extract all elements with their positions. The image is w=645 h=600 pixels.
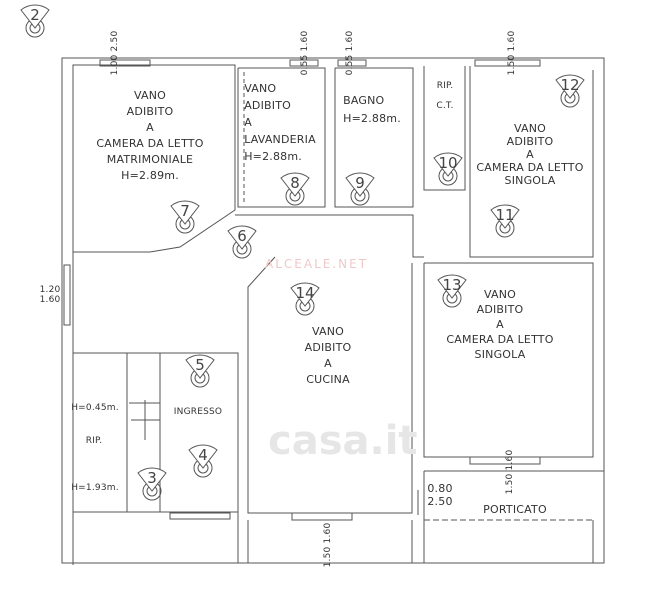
camera-viewpoint-icon: 4 bbox=[183, 442, 223, 482]
camera-viewpoint-icon: 8 bbox=[275, 170, 315, 210]
window-dimension-3: 0.55 1.60 bbox=[328, 31, 373, 76]
room-master-bedroom: VANO ADIBITO A CAMERA DA LETTO MATRIMONI… bbox=[96, 88, 203, 184]
window-dimension-1: 1.00 2.50 bbox=[93, 31, 138, 76]
room-label: INGRESSO bbox=[173, 407, 223, 417]
viewpoint-number: 7 bbox=[180, 202, 190, 220]
camera-viewpoint-icon: 14 bbox=[285, 280, 325, 320]
storage-height-2: H=1.93m. bbox=[71, 483, 119, 493]
window-dimension-8: 1.50 1.60 bbox=[306, 523, 351, 568]
room-bathroom: BAGNO H=2.88m. bbox=[343, 92, 401, 128]
room-kitchen: VANO ADIBITO A CUCINA bbox=[305, 324, 352, 388]
room-single-bedroom-2: VANO ADIBITO A CAMERA DA LETTO SINGOLA bbox=[446, 287, 553, 362]
viewpoint-number: 2 bbox=[30, 6, 40, 24]
dim-width: 1.50 bbox=[507, 54, 517, 76]
room-label: VANO bbox=[311, 325, 345, 338]
room-label: ADIBITO bbox=[244, 99, 292, 112]
room-label: SINGOLA bbox=[474, 348, 526, 361]
room-label: CUCINA bbox=[306, 373, 350, 386]
room-label: RIP. bbox=[436, 81, 454, 91]
room-label: ADIBITO bbox=[126, 105, 174, 118]
room-height: H=2.89m. bbox=[121, 169, 179, 182]
viewpoint-number: 5 bbox=[195, 356, 205, 374]
viewpoint-number: 9 bbox=[355, 174, 365, 192]
dim-height: 1.60 bbox=[39, 295, 61, 305]
window-dimension-7: 1.50 1.60 bbox=[488, 450, 533, 495]
room-label: CAMERA DA LETTO bbox=[476, 161, 584, 174]
room-label: LAVANDERIA bbox=[244, 133, 316, 146]
camera-viewpoint-icon: 6 bbox=[222, 223, 262, 263]
dim-height: 2.50 bbox=[427, 495, 453, 508]
room-label: A bbox=[526, 148, 534, 161]
room-height: H=2.88m. bbox=[343, 112, 401, 125]
room-label: CAMERA DA LETTO bbox=[96, 137, 204, 150]
viewpoint-number: 4 bbox=[198, 446, 208, 464]
room-label: VANO bbox=[244, 82, 277, 95]
camera-viewpoint-icon: 5 bbox=[180, 352, 220, 392]
watermark-logo: casa.it bbox=[268, 418, 418, 464]
room-label: A bbox=[244, 116, 252, 129]
dim-width: 0.80 bbox=[427, 482, 453, 495]
storage-height-1: H=0.45m. bbox=[71, 403, 119, 413]
room-label: ADIBITO bbox=[304, 341, 352, 354]
room-storage: RIP. bbox=[85, 436, 103, 446]
room-label: VANO bbox=[513, 122, 547, 135]
room-label: A bbox=[146, 121, 154, 134]
viewpoint-number: 14 bbox=[295, 284, 315, 302]
room-label: CAMERA DA LETTO bbox=[446, 333, 554, 346]
room-label: VANO bbox=[483, 288, 517, 301]
viewpoint-number: 10 bbox=[438, 154, 458, 172]
viewpoint-number: 13 bbox=[442, 276, 462, 294]
camera-viewpoint-icon: 7 bbox=[165, 198, 205, 238]
dim-height: 2.50 bbox=[110, 30, 120, 52]
dim-width: 1.20 bbox=[39, 285, 61, 295]
room-label: ADIBITO bbox=[506, 135, 554, 148]
room-label: MATRIMONIALE bbox=[106, 153, 194, 166]
window-dimension-4: 1.50 1.60 bbox=[490, 31, 535, 76]
viewpoint-number: 12 bbox=[560, 76, 580, 94]
camera-viewpoint-icon: 12 bbox=[550, 72, 590, 112]
camera-viewpoint-icon: 10 bbox=[428, 150, 468, 190]
dim-width: 1.00 bbox=[110, 54, 120, 76]
camera-viewpoint-icon: 11 bbox=[485, 202, 525, 242]
room-laundry: VANO ADIBITO A LAVANDERIA H=2.88m. bbox=[244, 80, 316, 165]
dim-height: 1.60 bbox=[345, 30, 355, 52]
room-label: VANO bbox=[133, 89, 167, 102]
room-label: A bbox=[496, 318, 504, 331]
room-storage-ct: RIP. C.T. bbox=[436, 76, 453, 116]
room-label: BAGNO bbox=[343, 94, 385, 107]
dim-height: 1.60 bbox=[507, 30, 517, 52]
room-height: H=2.88m. bbox=[244, 150, 302, 163]
dim-width: 1.50 bbox=[505, 473, 515, 495]
viewpoint-number: 6 bbox=[237, 227, 247, 245]
room-label: C.T. bbox=[436, 101, 454, 111]
dim-height: 1.60 bbox=[505, 449, 515, 471]
dim-width: 1.50 bbox=[323, 546, 333, 568]
viewpoint-number: 11 bbox=[495, 206, 515, 224]
camera-viewpoint-icon: 2 bbox=[15, 2, 55, 42]
camera-viewpoint-icon: 13 bbox=[432, 272, 472, 312]
viewpoint-number: 3 bbox=[147, 469, 157, 487]
room-porch: PORTICATO bbox=[483, 503, 547, 516]
dim-height: 1.60 bbox=[323, 522, 333, 544]
camera-viewpoint-icon: 9 bbox=[340, 170, 380, 210]
room-entrance: INGRESSO bbox=[174, 407, 222, 417]
viewpoint-number: 8 bbox=[290, 174, 300, 192]
dim-width: 0.55 bbox=[345, 54, 355, 76]
dim-width: 0.55 bbox=[300, 54, 310, 76]
camera-viewpoint-icon: 3 bbox=[132, 465, 172, 505]
watermark-text: ALCEALE.NET bbox=[265, 257, 369, 271]
room-label: SINGOLA bbox=[504, 174, 556, 187]
room-label: ADIBITO bbox=[476, 303, 524, 316]
window-dimension-2: 0.55 1.60 bbox=[283, 31, 328, 76]
dim-height: 1.60 bbox=[300, 30, 310, 52]
room-label: A bbox=[324, 357, 332, 370]
room-single-bedroom-1: VANO ADIBITO A CAMERA DA LETTO SINGOLA bbox=[476, 122, 583, 187]
